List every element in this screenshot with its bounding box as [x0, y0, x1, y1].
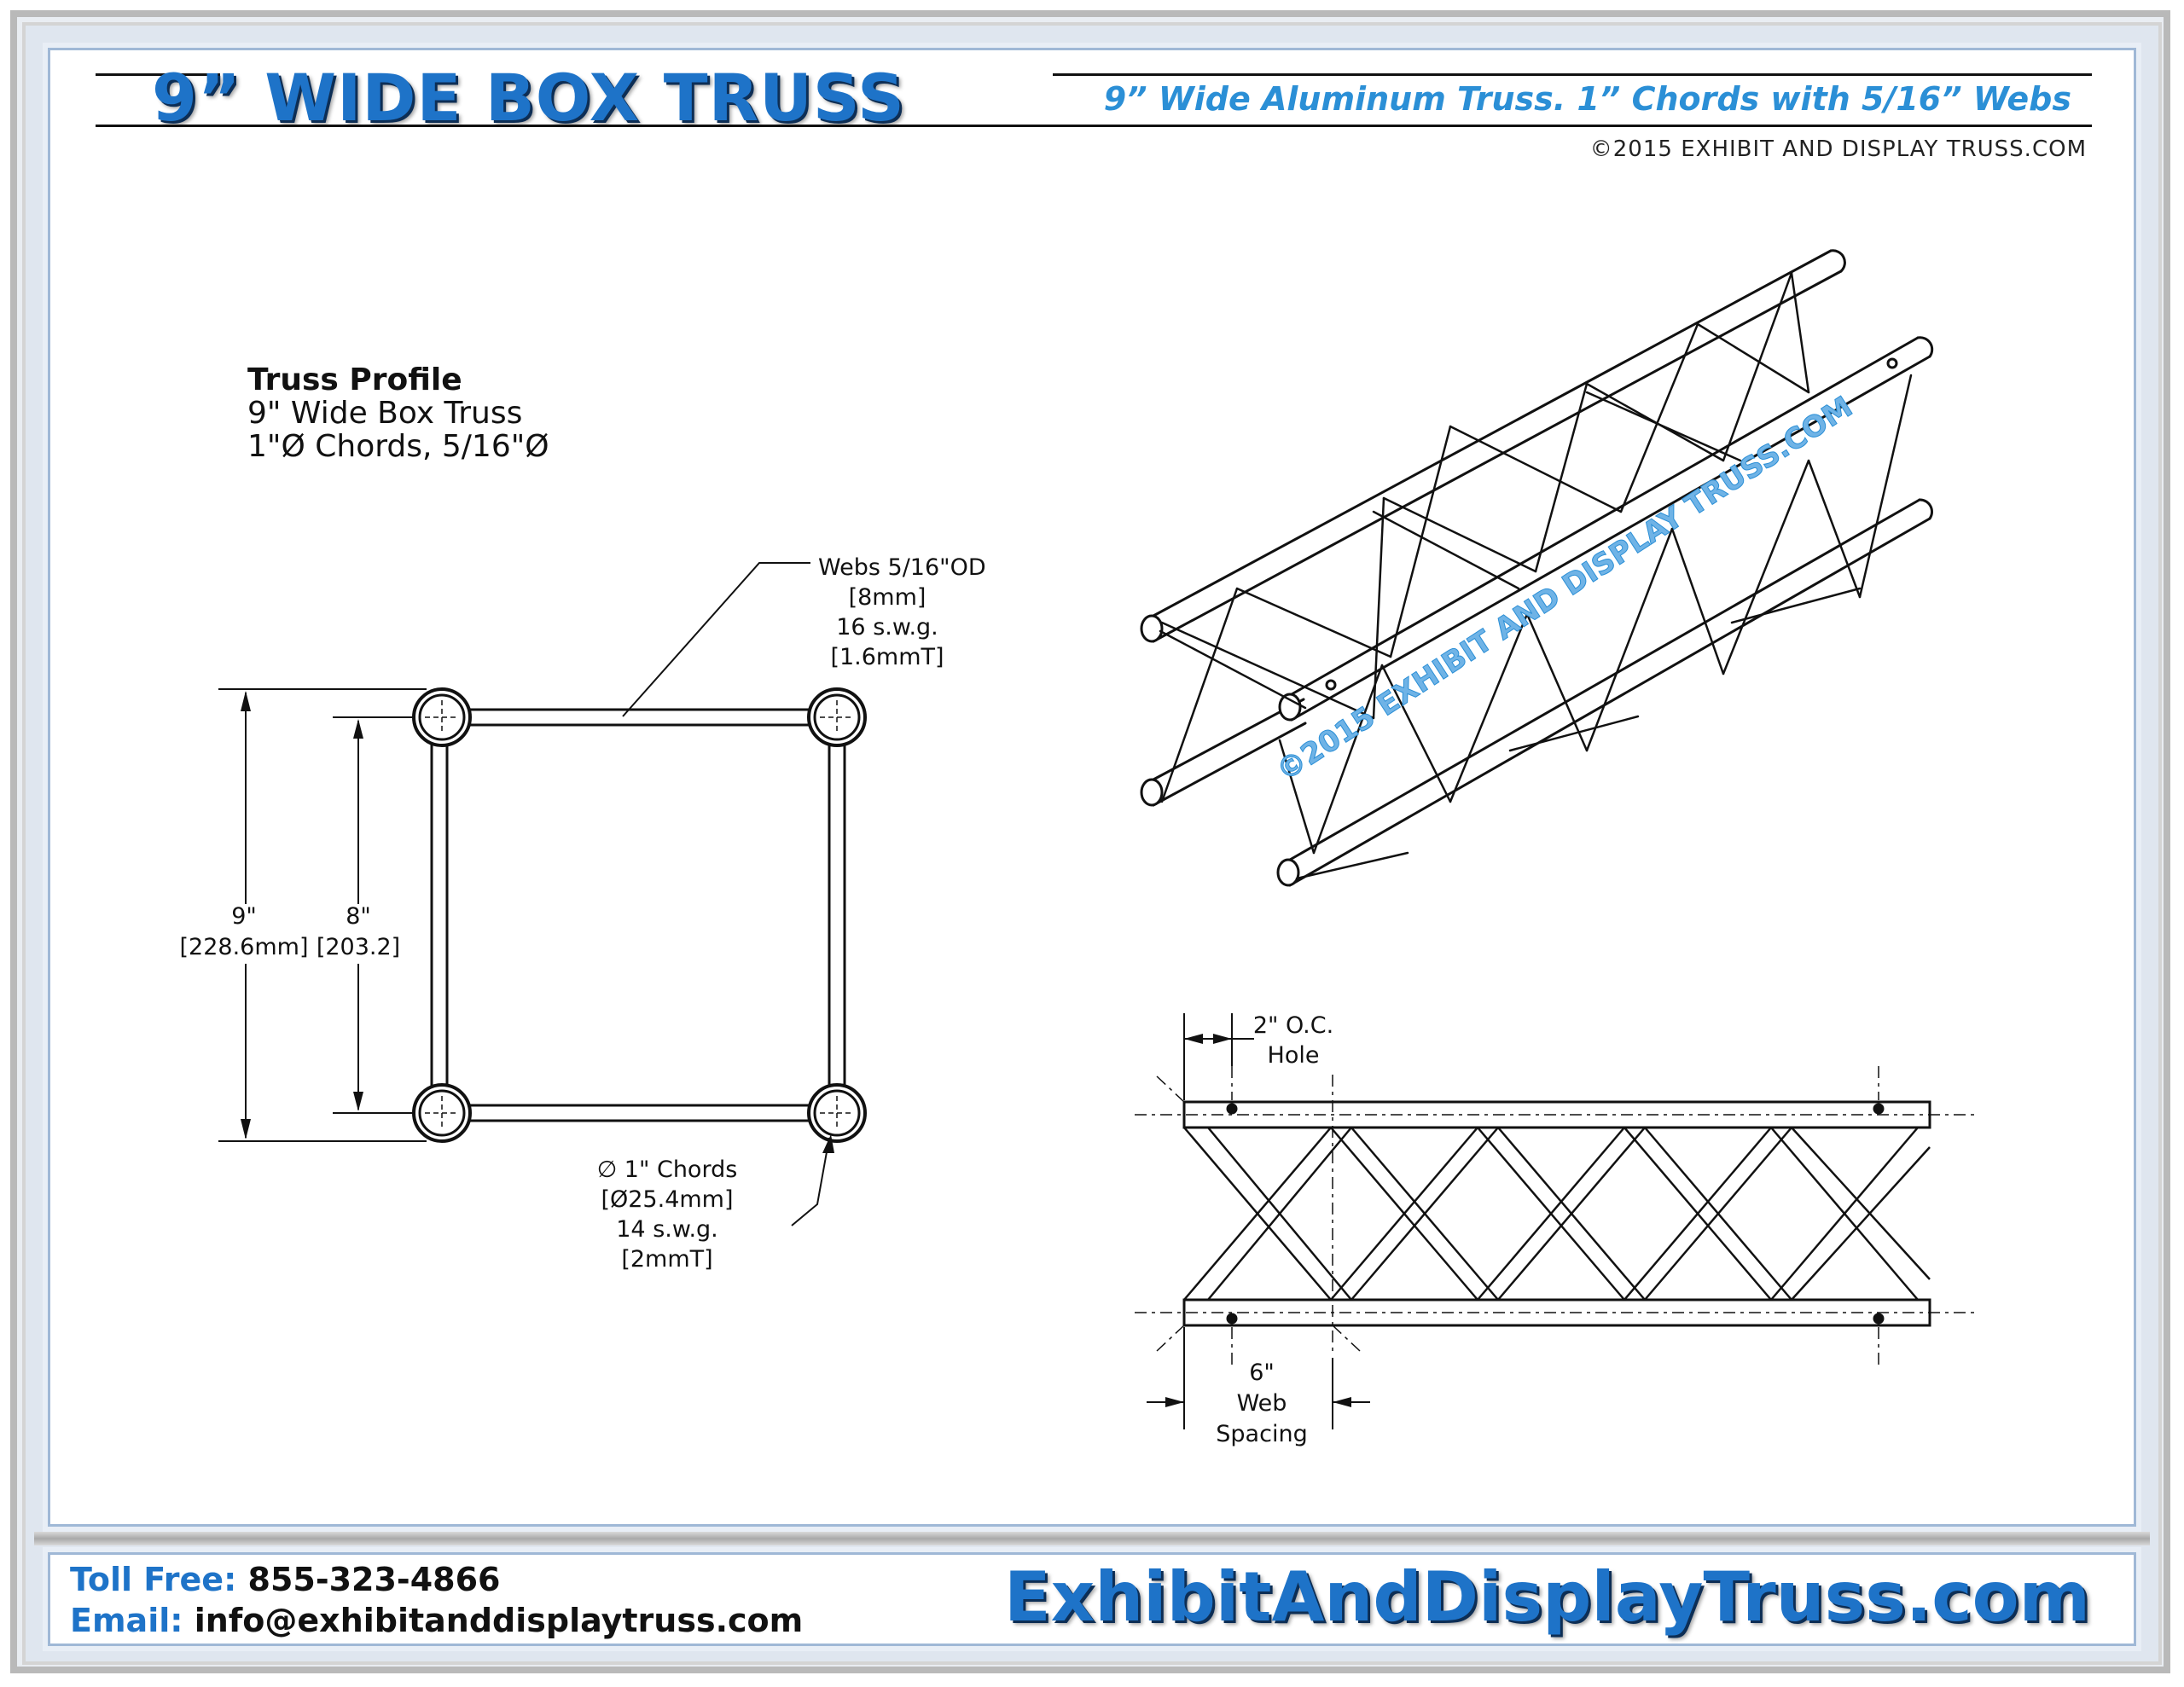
toll-free-row: Toll Free: 855-323-4866 — [70, 1559, 803, 1600]
separator-bar — [34, 1532, 2150, 1545]
chords-callout-line-4: [2mmT] — [621, 1246, 712, 1272]
inner-dim-inches: 8" — [346, 903, 371, 930]
email-row: Email: info@exhibitanddisplaytruss.com — [70, 1600, 803, 1641]
header-rule-left — [96, 73, 220, 76]
webs-callout-line-1: Webs 5/16"OD — [818, 554, 986, 581]
hole-dim-line-2: Hole — [1268, 1042, 1320, 1069]
webs-callout-line-2: [8mm] — [849, 584, 926, 611]
web-spacing-line-2: Web — [1237, 1390, 1287, 1417]
footer-brand: ExhibitAndDisplayTruss.com — [1003, 1557, 2090, 1637]
webs-callout-line-3: 16 s.w.g. — [836, 614, 938, 641]
profile-line-1: 9" Wide Box Truss — [247, 396, 523, 431]
webs-callout-line-4: [1.6mmT] — [830, 644, 944, 670]
footer-contact: Toll Free: 855-323-4866 Email: info@exhi… — [70, 1559, 803, 1641]
header-rule-bottom — [96, 125, 2092, 127]
profile-description: Truss Profile 9" Wide Box Truss 1"Ø Chor… — [247, 363, 549, 463]
toll-free-label: Toll Free: — [70, 1561, 237, 1598]
footer-panel — [48, 1552, 2136, 1646]
copyright-notice: ©2015 EXHIBIT AND DISPLAY TRUSS.COM — [1589, 136, 2087, 162]
page-title: 9” WIDE BOX TRUSS — [152, 60, 905, 136]
profile-heading: Truss Profile — [247, 362, 462, 397]
inner-dim-mm: [203.2] — [317, 934, 400, 960]
profile-view — [218, 562, 867, 1226]
elevation-view — [1135, 1013, 1979, 1429]
chords-callout-line-1: ∅ 1" Chords — [597, 1157, 738, 1183]
chords-callout-line-3: 14 s.w.g. — [616, 1216, 718, 1243]
outer-dim-mm: [228.6mm] — [180, 934, 309, 960]
profile-line-2: 1"Ø Chords, 5/16"Ø — [247, 429, 549, 464]
isometric-view — [1140, 249, 1934, 887]
page-subtitle: 9” Wide Aluminum Truss. 1” Chords with 5… — [1103, 80, 2071, 118]
web-spacing-line-1: 6" — [1249, 1359, 1275, 1386]
outer-dim-inches: 9" — [231, 903, 257, 930]
web-spacing-line-3: Spacing — [1216, 1421, 1307, 1447]
chords-callout-line-2: [Ø25.4mm] — [601, 1186, 733, 1213]
toll-free-value: 855-323-4866 — [247, 1561, 501, 1598]
email-label: Email: — [70, 1602, 183, 1639]
email-value: info@exhibitanddisplaytruss.com — [194, 1602, 804, 1639]
hole-dim-line-1: 2" O.C. — [1253, 1012, 1333, 1039]
header-rule-top — [1053, 73, 2092, 76]
